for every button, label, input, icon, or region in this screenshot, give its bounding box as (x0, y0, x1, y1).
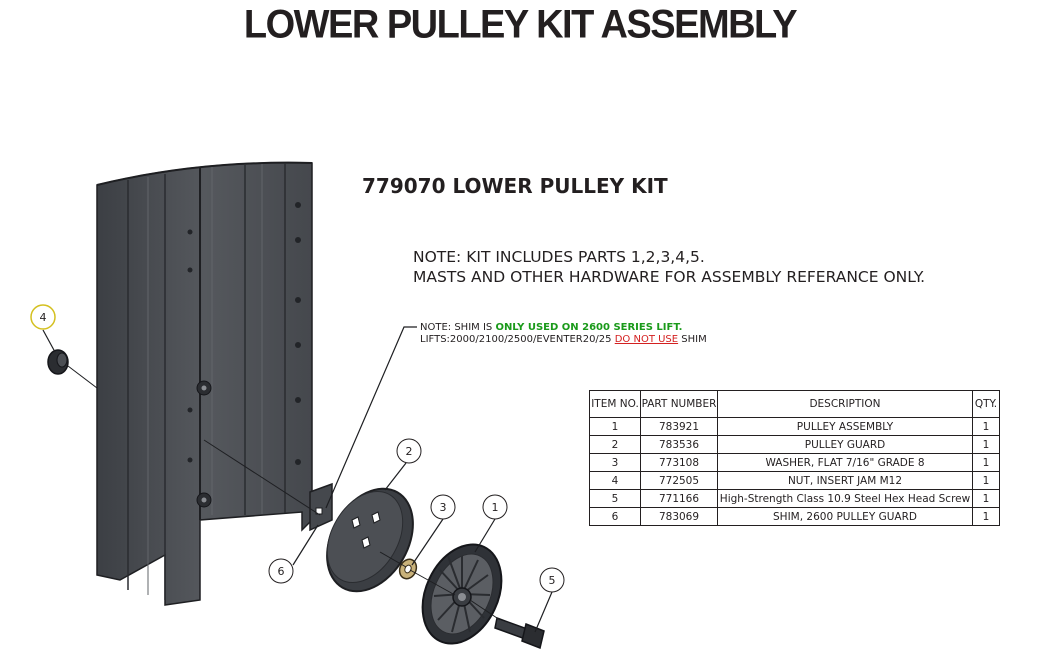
pulley-part-1 (421, 543, 503, 645)
bom-qty: 1 (972, 417, 1000, 436)
shim-note-lifts: LIFTS:2000/2100/2500/EVENTER20/25 (420, 334, 615, 345)
callout-label: 2 (406, 445, 413, 458)
bom-qty: 1 (972, 471, 1000, 490)
callout-5: 5 (539, 567, 565, 593)
callout-label: 4 (40, 311, 47, 324)
bom-header-qty: QTY. (972, 390, 1000, 418)
table-row: 4 772505 NUT, INSERT JAM M12 1 (589, 471, 1000, 490)
bom-part-number: 783921 (640, 417, 718, 436)
shim-note-warning: DO NOT USE (614, 334, 679, 345)
callout-label: 6 (278, 565, 285, 578)
shim-note-line-1: NOTE: SHIM IS ONLY USED ON 2600 SERIES L… (420, 322, 682, 333)
bom-description: WASHER, FLAT 7/16" GRADE 8 (717, 453, 973, 472)
shim-note-suffix: SHIM (678, 334, 707, 345)
callout-1: 1 (482, 494, 508, 520)
leader-lines (42, 326, 553, 633)
bolt-part-5 (494, 616, 545, 650)
bom-item-no: 6 (589, 507, 641, 526)
callout-4: 4 (30, 304, 56, 330)
bill-of-materials-table: ITEM NO. PART NUMBER DESCRIPTION QTY. 1 … (589, 390, 1000, 526)
kit-title: 779070 LOWER PULLEY KIT (362, 174, 668, 198)
bom-qty: 1 (972, 507, 1000, 526)
bom-description: High-Strength Class 10.9 Steel Hex Head … (717, 489, 973, 508)
assembly-axis-lines (67, 365, 501, 621)
table-row: 2 783536 PULLEY GUARD 1 (589, 435, 1000, 454)
callout-label: 5 (549, 574, 556, 587)
bom-part-number: 772505 (640, 471, 718, 490)
bom-item-no: 5 (589, 489, 641, 508)
bom-qty: 1 (972, 489, 1000, 508)
bom-part-number: 773108 (640, 453, 718, 472)
bom-description: NUT, INSERT JAM M12 (717, 471, 973, 490)
page-title: LOWER PULLEY KIT ASSEMBLY (243, 2, 798, 48)
bom-part-number: 783536 (640, 435, 718, 454)
bom-item-no: 1 (589, 417, 641, 436)
bom-part-number: 771166 (640, 489, 718, 508)
bom-header-row: ITEM NO. PART NUMBER DESCRIPTION QTY. (589, 390, 1000, 418)
bom-part-number: 783069 (640, 507, 718, 526)
bom-description: PULLEY GUARD (717, 435, 973, 454)
callout-2: 2 (396, 438, 422, 464)
bom-header-item-no: ITEM NO. (589, 390, 641, 418)
kit-note-line-2: MASTS AND OTHER HARDWARE FOR ASSEMBLY RE… (413, 268, 926, 286)
bom-qty: 1 (972, 453, 1000, 472)
table-row: 6 783069 SHIM, 2600 PULLEY GUARD 1 (589, 507, 1000, 526)
callout-6: 6 (268, 558, 294, 584)
bom-item-no: 2 (589, 435, 641, 454)
kit-note-line-1: NOTE: KIT INCLUDES PARTS 1,2,3,4,5. (413, 248, 705, 266)
bom-header-description: DESCRIPTION (717, 390, 973, 418)
callout-3: 3 (430, 494, 456, 520)
table-row: 5 771166 High-Strength Class 10.9 Steel … (589, 489, 1000, 508)
pulley-guard-part-2 (326, 487, 414, 593)
callout-label: 1 (492, 501, 499, 514)
callout-label: 3 (440, 501, 447, 514)
shim-note-prefix: NOTE: SHIM IS (420, 322, 496, 333)
table-row: 1 783921 PULLEY ASSEMBLY 1 (589, 417, 1000, 436)
mast (96, 161, 313, 606)
shim-note-line-2: LIFTS:2000/2100/2500/EVENTER20/25 DO NOT… (420, 334, 707, 345)
nut-part-4 (47, 349, 69, 375)
shim-note-highlight: ONLY USED ON 2600 SERIES LIFT. (495, 322, 683, 333)
bom-header-part-number: PART NUMBER (640, 390, 718, 418)
bom-item-no: 3 (589, 453, 641, 472)
shim-part-6 (309, 482, 333, 532)
bom-qty: 1 (972, 435, 1000, 454)
table-row: 3 773108 WASHER, FLAT 7/16" GRADE 8 1 (589, 453, 1000, 472)
bom-description: PULLEY ASSEMBLY (717, 417, 973, 436)
bom-description: SHIM, 2600 PULLEY GUARD (717, 507, 973, 526)
bom-item-no: 4 (589, 471, 641, 490)
